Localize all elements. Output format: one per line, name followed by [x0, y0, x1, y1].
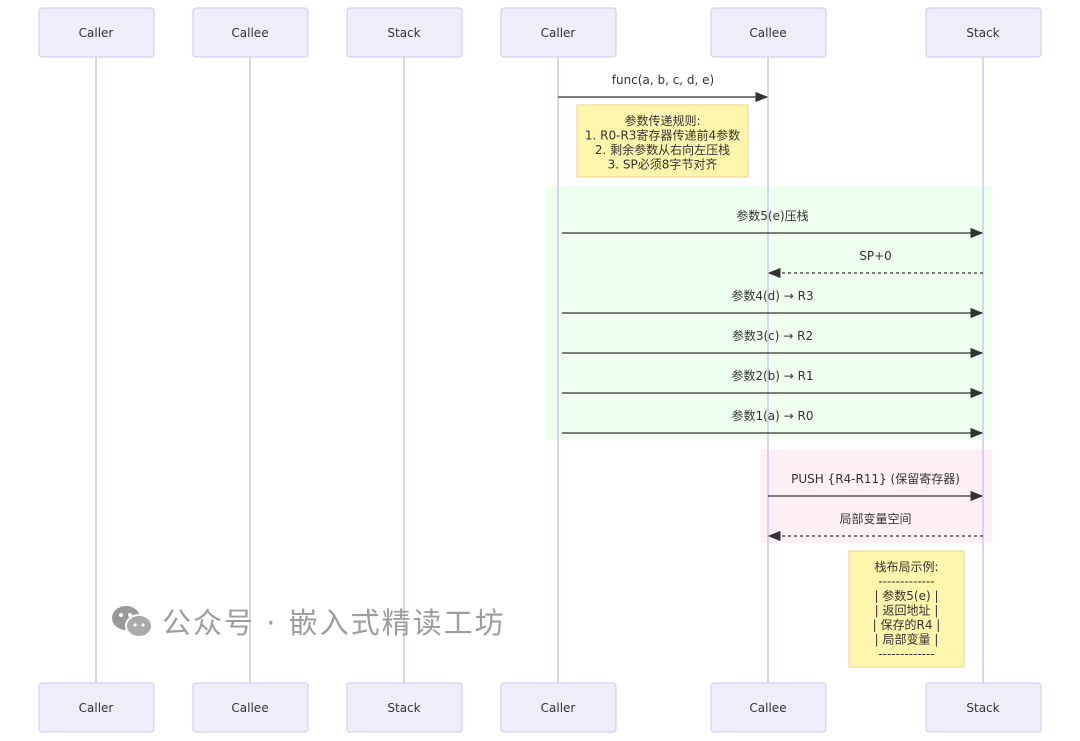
message-label: SP+0: [859, 249, 892, 263]
message: 参数4(d) → R3: [562, 288, 984, 319]
watermark: 公众号 · 嵌入式精读工坊: [110, 600, 506, 642]
note-line: | 参数5(e) |: [874, 588, 938, 603]
note-line: | 保存的R4 |: [873, 617, 941, 632]
actor-box: Stack: [925, 682, 1042, 733]
message: 参数3(c) → R2: [562, 328, 984, 359]
note-line: -------------: [878, 575, 934, 589]
actor-label: Stack: [387, 26, 420, 40]
message-label: func(a, b, c, d, e): [612, 73, 714, 87]
actor-label: Caller: [79, 26, 114, 40]
message: 参数2(b) → R1: [562, 368, 984, 399]
message: 参数1(a) → R0: [562, 408, 984, 439]
actor-box: Caller: [38, 7, 155, 58]
actor-label: Callee: [231, 701, 268, 715]
actor-box: Stack: [346, 682, 463, 733]
actor-box: Callee: [192, 7, 309, 58]
actor-label: Stack: [966, 701, 999, 715]
actor-label: Callee: [749, 701, 786, 715]
message-label: 参数5(e)压栈: [736, 208, 808, 223]
actor-label: Stack: [966, 26, 999, 40]
note-line: 1. R0-R3寄存器传递前4参数: [585, 128, 740, 143]
note-line: 栈布局示例:: [874, 559, 938, 574]
message-label: 参数2(b) → R1: [731, 368, 813, 383]
actor-label: Stack: [387, 701, 420, 715]
message-label: 参数4(d) → R3: [731, 288, 813, 303]
watermark-text: 公众号 · 嵌入式精读工坊: [162, 606, 506, 640]
note-line: 2. 剩余参数从右向左压栈: [595, 142, 730, 157]
message: func(a, b, c, d, e): [558, 73, 769, 103]
actor-box: Callee: [710, 682, 827, 733]
note-line: 3. SP必须8字节对齐: [608, 157, 718, 172]
message-label: PUSH {R4-R11} (保留寄存器): [791, 471, 960, 486]
message-label: 参数1(a) → R0: [731, 408, 813, 423]
note-line: | 局部变量 |: [875, 632, 939, 647]
message-label: 参数3(c) → R2: [732, 328, 813, 343]
message: PUSH {R4-R11} (保留寄存器): [768, 471, 984, 502]
actor-label: Caller: [541, 701, 576, 715]
actor-box: Caller: [500, 682, 617, 733]
actor-label: Callee: [749, 26, 786, 40]
message: SP+0: [767, 249, 983, 279]
message: 参数5(e)压栈: [562, 208, 984, 239]
actor-label: Caller: [79, 701, 114, 715]
actor-box: Caller: [38, 682, 155, 733]
wechat-icon: [112, 606, 153, 638]
actor-box: Stack: [925, 7, 1042, 58]
actor-label: Caller: [541, 26, 576, 40]
actor-box: Callee: [710, 7, 827, 58]
actor-box: Stack: [346, 7, 463, 58]
actor-box: Caller: [500, 7, 617, 58]
note-line: 参数传递规则:: [624, 113, 700, 128]
actor-box: Callee: [192, 682, 309, 733]
note-line: | 返回地址 |: [875, 604, 939, 618]
note: 栈布局示例:-------------| 参数5(e) || 返回地址 || 保…: [848, 550, 965, 668]
message-label: 局部变量空间: [839, 511, 911, 526]
actor-label: Callee: [231, 26, 268, 40]
message: 局部变量空间: [767, 511, 983, 542]
note-line: -------------: [878, 647, 934, 661]
